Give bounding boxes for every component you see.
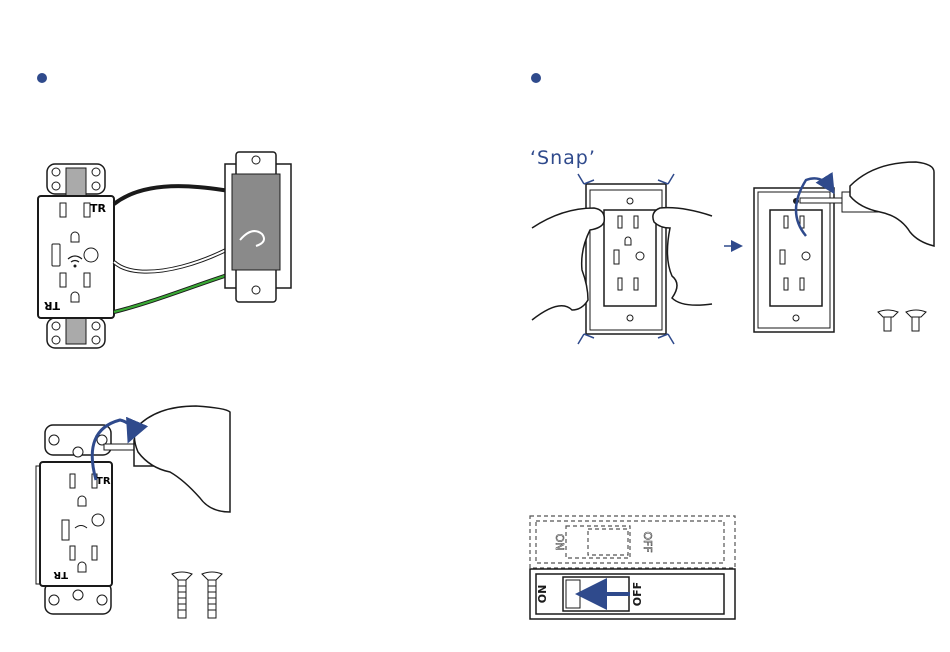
screw-icon (202, 572, 222, 618)
switch-off-label: OFF (631, 582, 644, 606)
switch-on-label-faded: ON (553, 534, 566, 551)
mount-outlet-diagram: TR TR (36, 406, 230, 618)
tr-mark-mount-bottom: TR (53, 569, 68, 580)
screw-icon (906, 310, 926, 331)
tr-mark-bottom: TR (43, 299, 60, 312)
screw-icon (878, 310, 898, 331)
snap-plate-diagram (532, 162, 934, 344)
breaker-switch-diagram: ON OFF ON OFF (530, 516, 735, 619)
tr-mark-mount: TR (96, 476, 111, 487)
switch-off-label-faded: OFF (641, 531, 654, 552)
switch-on-label: ON (536, 585, 549, 604)
tr-mark-top: TR (90, 202, 107, 215)
wired-outlet-diagram: TR TR (38, 152, 291, 348)
screw-icon (172, 572, 192, 618)
